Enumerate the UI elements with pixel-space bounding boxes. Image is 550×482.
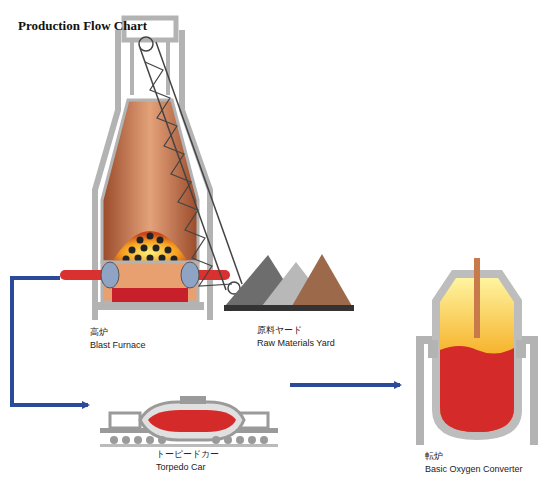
conveyor-belt	[139, 37, 242, 294]
raw-materials-yard: 原料ヤードRaw Materials Yard	[225, 250, 355, 350]
english-label: Torpedo Car	[156, 461, 219, 474]
label-group: 転炉Basic Oxygen Converter	[425, 450, 523, 476]
japanese-label: 高炉	[90, 326, 146, 339]
raw-material-piles	[224, 254, 354, 311]
flow-arrow	[290, 383, 400, 387]
blast-furnace: 高炉Blast Furnace	[60, 20, 240, 352]
japanese-label: 原料ヤード	[257, 324, 335, 337]
japanese-label: トーピードカー	[156, 448, 219, 461]
english-label: Blast Furnace	[90, 339, 146, 352]
english-label: Raw Materials Yard	[257, 337, 335, 350]
converter-drawing	[420, 258, 534, 445]
flow-arrow	[12, 278, 88, 405]
torpedo-car: トーピードカーTorpedo Car	[90, 392, 285, 474]
japanese-label: 転炉	[425, 450, 523, 463]
blast-furnace-drawing	[60, 18, 230, 320]
label-group: トーピードカーTorpedo Car	[156, 448, 219, 474]
basic-oxygen-converter: 転炉Basic Oxygen Converter	[405, 258, 545, 476]
chart-title: Production Flow Chart	[18, 18, 147, 34]
english-label: Basic Oxygen Converter	[425, 463, 523, 476]
torpedo-car-drawing	[100, 396, 278, 447]
label-group: 原料ヤードRaw Materials Yard	[257, 324, 335, 350]
label-group: 高炉Blast Furnace	[90, 326, 146, 352]
